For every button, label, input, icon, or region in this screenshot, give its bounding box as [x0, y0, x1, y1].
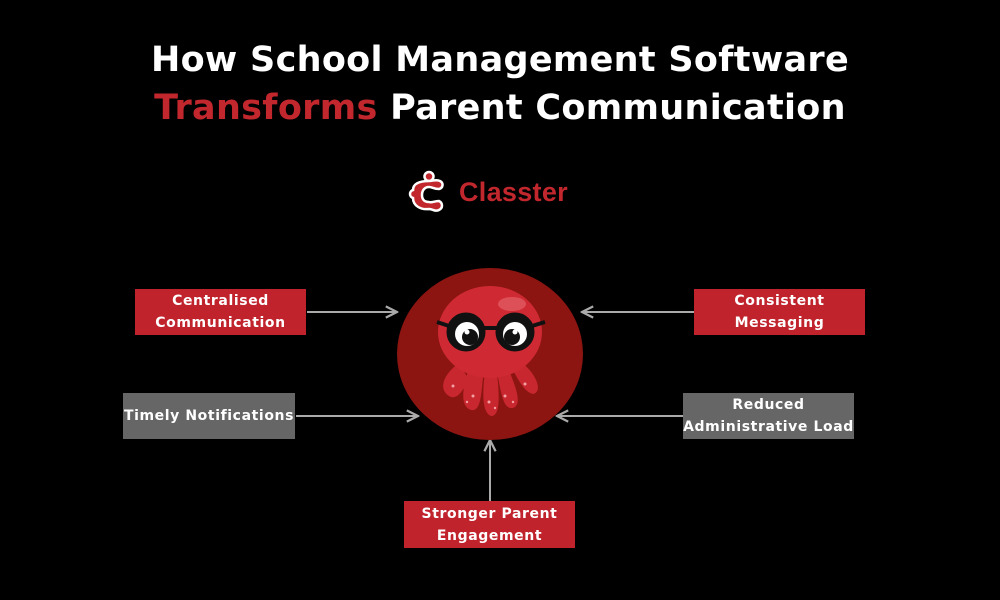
octopus-mascot-with-glasses-icon [436, 286, 546, 416]
node-label-line-2: Communication [155, 315, 286, 331]
node-label-line-1: Reduced [732, 397, 805, 413]
title-accent-word: Transforms [154, 88, 378, 128]
page-title: How School Management Software Transform… [0, 36, 1000, 132]
center-circle [397, 268, 583, 440]
node-label-line-1: Timely Notifications [123, 408, 295, 424]
title-line-1: How School Management Software [151, 40, 849, 80]
classter-logo-icon [408, 170, 444, 212]
node-label-line-1: Stronger Parent [421, 505, 558, 522]
classter-logo: Classter [407, 170, 568, 214]
node-label-line-1: Centralised [172, 293, 269, 309]
node-label-line-2: Engagement [436, 527, 543, 544]
node-label-line-1: Consistent [734, 293, 825, 309]
node-timely-notifications: Timely Notifications [123, 393, 295, 439]
logo-text: Classter [459, 176, 568, 207]
title-line-2-rest: Parent Communication [377, 88, 846, 128]
node-label-line-2: Messaging [734, 315, 825, 331]
title-line-2: Transforms Parent Communication [0, 84, 1000, 132]
node-label-line-2: Administrative Load [683, 419, 854, 435]
